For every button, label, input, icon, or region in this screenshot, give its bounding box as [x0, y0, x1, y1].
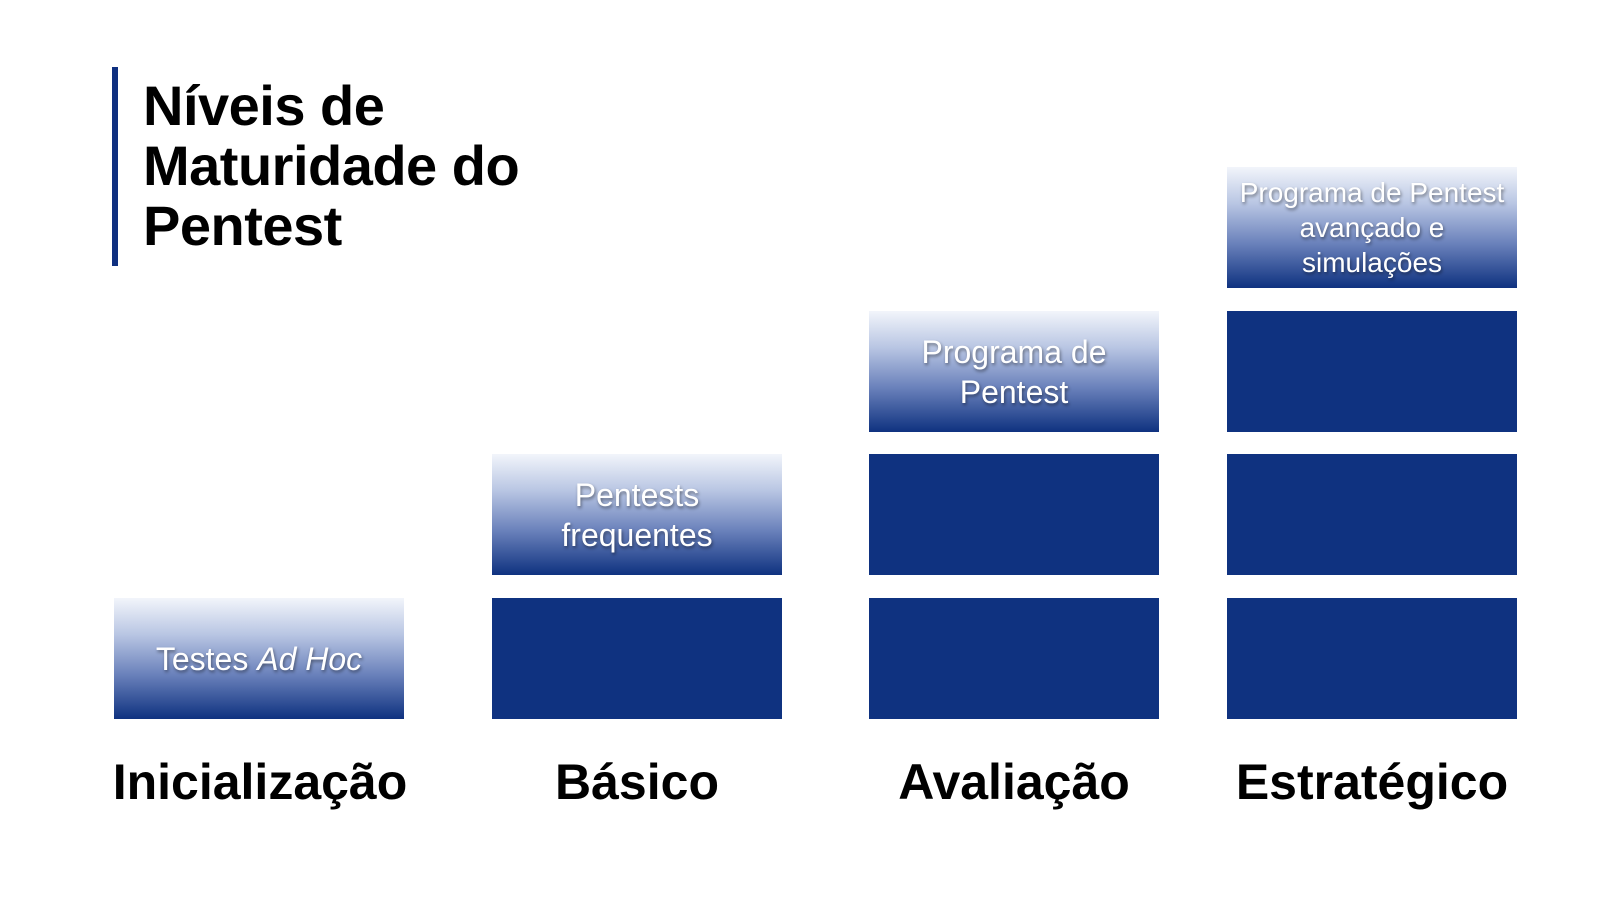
level-3-label: Avaliação — [898, 754, 1130, 810]
level-3-block-2 — [869, 454, 1159, 575]
level-1-top-block: Testes Ad Hoc — [114, 598, 404, 719]
level-4-block-1 — [1227, 598, 1517, 719]
level-1-label: Inicialização — [112, 754, 408, 810]
level-1-top-text: Testes Ad Hoc — [156, 639, 362, 679]
level-1-top-text-italic: Ad Hoc — [257, 640, 363, 677]
level-4-block-3 — [1227, 311, 1517, 432]
level-4-block-2 — [1227, 454, 1517, 575]
level-2-top-text: Pentests frequentes — [561, 476, 713, 553]
page-title: Níveis de Maturidade do Pentest — [143, 74, 520, 257]
level-2-label: Básico — [555, 754, 719, 810]
level-1-top-text-plain: Testes — [155, 640, 258, 677]
level-3-block-1 — [869, 598, 1159, 719]
level-2-block-1 — [492, 598, 782, 719]
level-3-top-text: Programa de Pentest — [921, 333, 1107, 410]
level-4-top-block: Programa de Pentest avançado e simulaçõe… — [1227, 167, 1517, 288]
level-2-top-block: Pentests frequentes — [492, 454, 782, 575]
title-accent-bar — [112, 67, 118, 266]
level-4-label: Estratégico — [1235, 754, 1509, 810]
level-3-top-block: Programa de Pentest — [869, 311, 1159, 432]
level-4-top-text: Programa de Pentest avançado e simulaçõe… — [1239, 177, 1505, 278]
